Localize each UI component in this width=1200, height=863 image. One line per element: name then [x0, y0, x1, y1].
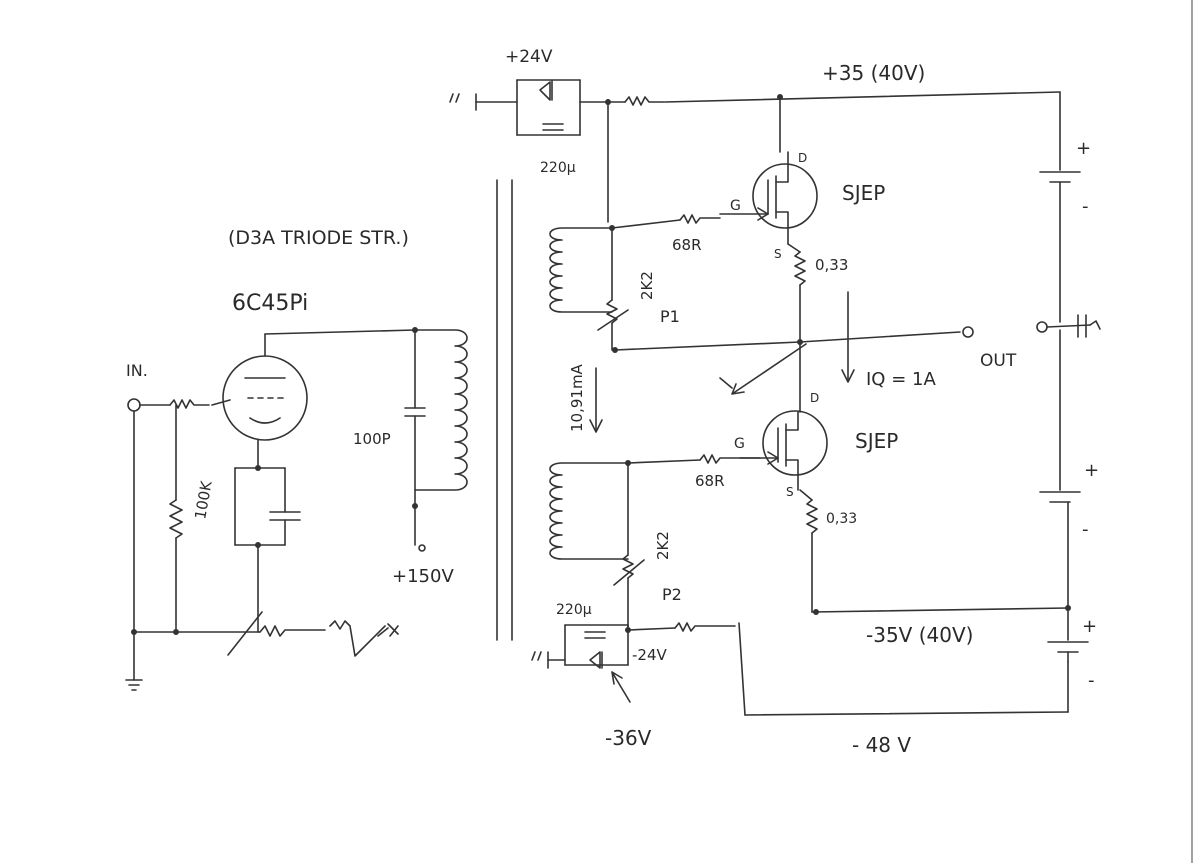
bottom-zener-diode: [589, 651, 603, 669]
supply-24-label: +24V: [505, 47, 553, 67]
driver-transformer: [496, 179, 629, 641]
top-filter-capacitor: [542, 123, 564, 131]
top-gate-resistor-label: 68R: [672, 236, 702, 254]
bias-adjust-marker: [377, 623, 399, 637]
tube-input-stage: [125, 327, 468, 691]
supply-35-label: +35 (40V): [822, 61, 925, 85]
input-resistor-label: 100K: [191, 479, 216, 521]
supply-neg24-label: -24V: [632, 646, 667, 664]
top-sjep-transistor: [752, 163, 818, 229]
minus-marker-3: -: [1088, 670, 1095, 691]
bottom-gate-label: G: [734, 436, 745, 452]
bottom-sjep-label: SJEP: [855, 429, 898, 453]
bottom-source-resistor: [806, 499, 818, 534]
minus-marker-2: -: [1082, 519, 1089, 540]
top-cap-label: 220µ: [540, 160, 576, 176]
bottom-filter-capacitor: [584, 631, 606, 639]
top-zener-diode: [539, 79, 553, 101]
coupling-cap-label: 100P: [353, 430, 391, 448]
tube-label: 6C45Pi: [232, 291, 308, 316]
bottom-pot-name-label: P2: [662, 585, 682, 604]
output-terminal: [962, 326, 974, 338]
bottom-gate-resistor-label: 68R: [695, 472, 725, 490]
top-source-resistor: [794, 251, 806, 286]
grid-stopper-resistor: [169, 399, 210, 409]
b-plus-terminal: [418, 544, 426, 552]
middle-supply-battery: [1039, 491, 1081, 503]
bottom-source-resistor-label: 0,33: [826, 511, 857, 527]
cathode-capacitor: [269, 511, 301, 521]
b-plus-label: +150V: [392, 566, 454, 587]
top-source-label: S: [774, 247, 782, 261]
supply-neg48-label: - 48 V: [852, 733, 911, 757]
plus-marker-2: +: [1084, 460, 1099, 481]
load-ground-mark: [1077, 314, 1101, 338]
bias-current-arrow: [589, 419, 603, 433]
quiescent-current-arrow: [841, 369, 855, 383]
bottom-drain-label: D: [810, 391, 819, 405]
upper-secondary-winding: [549, 227, 613, 313]
ground-symbol: [125, 679, 143, 691]
top-gate-label: G: [730, 198, 741, 214]
input-jack: [127, 398, 141, 412]
top-source-resistor-label: 0,33: [815, 256, 848, 274]
bottom-supply-resistor: [674, 622, 736, 632]
top-pot-value-label: 2K2: [638, 271, 656, 300]
output-stage: [614, 91, 1101, 663]
top-gate-resistor: [679, 214, 721, 224]
bottom-pot-value-label: 2K2: [654, 531, 672, 560]
bottom-sjep-transistor: [762, 410, 828, 476]
bottom-supply-battery: [1047, 641, 1089, 653]
input-resistor: [169, 499, 183, 539]
pot-p2: [622, 554, 634, 579]
feedback-arrow: [731, 343, 807, 395]
supply-neg36-label: -36V: [605, 726, 652, 750]
top-bias-supply: [449, 79, 721, 353]
bias-current-label: 10,91mA: [568, 363, 586, 432]
minus-marker-1: -: [1082, 196, 1089, 217]
bottom-supply-input-mark: [531, 651, 542, 661]
bottom-bias-supply: [531, 454, 1069, 716]
zener-arrow: [611, 671, 631, 703]
bottom-cap-label: 220µ: [556, 602, 592, 618]
top-drain-label: D: [798, 151, 807, 165]
quiescent-label: IQ = 1A: [866, 369, 936, 390]
title-note: (D3A TRIODE STR.): [228, 227, 409, 249]
plus-marker-1: +: [1076, 138, 1091, 159]
bottom-gate-resistor: [699, 454, 761, 464]
load-terminal: [1036, 321, 1048, 333]
pot-p1: [606, 299, 618, 324]
plus-marker-3: +: [1082, 616, 1097, 637]
top-supply-input-mark: [449, 93, 460, 103]
bottom-source-label: S: [786, 485, 794, 499]
bias-potentiometer: [259, 625, 326, 637]
supply-neg35-label: -35V (40V): [866, 623, 973, 647]
top-supply-battery: [1039, 171, 1081, 183]
coupling-capacitor: [404, 407, 426, 417]
lower-secondary-winding: [549, 462, 629, 560]
input-label: IN.: [126, 361, 148, 380]
top-pot-name-label: P1: [660, 307, 680, 326]
top-sjep-label: SJEP: [842, 181, 885, 205]
output-label: OUT: [980, 351, 1017, 371]
triode-tube: [222, 355, 308, 441]
top-supply-resistor: [624, 96, 665, 106]
plate-choke: [414, 329, 468, 491]
